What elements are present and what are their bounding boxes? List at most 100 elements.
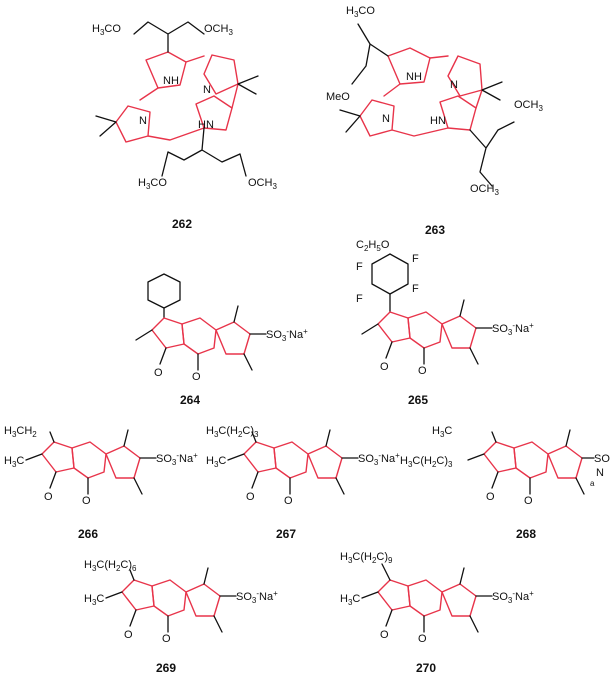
o-268b: O — [524, 495, 533, 507]
subs-265 — [361, 299, 493, 365]
o-265a: O — [380, 361, 389, 373]
h3co-262b: H3CO — [138, 177, 167, 191]
ring-262-b — [203, 54, 239, 95]
nh-263: NH — [406, 71, 422, 83]
ring-264-b — [181, 317, 217, 355]
ring-270-c — [441, 583, 477, 617]
h3c-269: H3C — [84, 593, 104, 607]
me-262-r — [237, 75, 259, 95]
sub-262-bot — [167, 127, 241, 163]
label-269: 269 — [156, 661, 176, 675]
c2h5o-265: C2H5O — [356, 239, 390, 253]
compound-264: O O SO3-Na+ 264 — [135, 273, 308, 407]
so3na-265: SO3-Na+ — [492, 321, 534, 337]
ring-262-a — [145, 51, 187, 89]
hn-263: HN — [430, 115, 446, 127]
ring-268-b — [513, 441, 549, 479]
label-270: 270 — [416, 661, 436, 675]
f-265a: F — [412, 253, 419, 265]
ring-262-c — [115, 105, 151, 143]
o-265b: O — [418, 365, 427, 377]
label-263: 263 — [425, 223, 445, 237]
n-263b: N — [382, 113, 390, 125]
ring-267-c — [307, 445, 343, 479]
ring-264-a — [151, 317, 185, 349]
o-266a: O — [44, 491, 53, 503]
o-270a: O — [380, 629, 389, 641]
h3cch2-3-268: H3C(H2C)3 — [400, 455, 453, 469]
ring-267-b — [273, 441, 309, 479]
me-263-r — [481, 81, 503, 101]
o-267b: O — [284, 495, 293, 507]
compound-266: H3CH2 H3C O O SO3-Na+ 266 — [4, 425, 198, 541]
compound-263: NH N N HN H3CO MeO OCH3 OCH3 263 — [326, 5, 543, 237]
compound-268: H3C H3C(H2C)3 O O SO N a 268 — [400, 425, 610, 541]
ring-270-a — [377, 579, 411, 611]
o-270b: O — [418, 633, 427, 645]
ring-265-a — [377, 311, 411, 343]
ring-265-b — [407, 311, 443, 349]
n-262a: N — [203, 84, 211, 96]
so3na-268: SO — [594, 453, 610, 465]
och3-263: OCH3 — [514, 99, 543, 113]
bridges-263 — [383, 55, 483, 137]
h3c-270: H3C — [340, 593, 360, 607]
ring-270-b — [407, 579, 443, 617]
sub-263-right — [469, 121, 515, 187]
o-266b: O — [82, 495, 91, 507]
compound-265: C2H5O F F F F O O SO3-Na+ 265 — [356, 239, 534, 407]
f-265b: F — [356, 261, 363, 273]
so3na-269: SO3-Na+ — [236, 589, 278, 605]
och3-262b: OCH3 — [248, 177, 277, 191]
h3c-267: H3C — [206, 455, 226, 469]
ring-269-c — [185, 583, 221, 617]
subs-268 — [467, 429, 595, 495]
subs-264 — [135, 305, 267, 371]
ring-269-a — [121, 579, 155, 611]
och3-263b: OCH3 — [470, 183, 499, 197]
nh-262: NH — [163, 75, 179, 87]
och3-262: OCH3 — [204, 23, 233, 37]
bridges-262 — [139, 55, 239, 141]
subs-270 — [361, 563, 493, 633]
so3na-268-c: a — [590, 479, 595, 488]
ring-263-c — [359, 99, 395, 137]
ring-263-d — [439, 95, 477, 131]
me-262-l — [95, 115, 117, 137]
ring-266-c — [105, 445, 141, 479]
meo-263: MeO — [326, 91, 350, 103]
o-264a: O — [154, 367, 163, 379]
ring-263-b — [447, 55, 483, 97]
ring-264-c — [215, 321, 251, 355]
aryl-265 — [371, 253, 409, 295]
ring-262-d — [195, 95, 233, 131]
h3co-263: H3CO — [346, 5, 375, 19]
ring-268-a — [483, 441, 517, 473]
subs-267 — [227, 429, 359, 495]
chain-262-bot — [161, 151, 247, 177]
ring-266-a — [41, 441, 75, 473]
o-264b: O — [192, 371, 201, 383]
compound-267: H3C(H2C)3 H3C O O SO3-Na+ 267 — [206, 425, 400, 541]
o-268a: O — [486, 491, 495, 503]
so3na-268-b: N — [596, 467, 604, 479]
so3na-266: SO3-Na+ — [156, 451, 198, 467]
n-262b: N — [139, 115, 147, 127]
o-267a: O — [246, 491, 255, 503]
o-269b: O — [162, 633, 171, 645]
subs-266 — [25, 429, 157, 495]
ring-263-a — [387, 47, 431, 85]
o-269a: O — [124, 629, 133, 641]
label-268: 268 — [516, 527, 536, 541]
compound-262: NH N N HN H3CO OCH3 H3CO OCH3 262 — [92, 21, 277, 231]
subs-269 — [105, 567, 237, 633]
label-267: 267 — [276, 527, 296, 541]
label-266: 266 — [78, 527, 98, 541]
label-262: 262 — [172, 217, 192, 231]
f-265c: F — [412, 283, 419, 295]
compound-270: H3C(H2C)9 H3C O O SO3-Na+ 270 — [340, 551, 534, 675]
ring-268-c — [547, 445, 583, 479]
compound-269: H3C(H2C)6 H3C O O SO3-Na+ 269 — [84, 559, 278, 675]
f-265d: F — [356, 293, 363, 305]
